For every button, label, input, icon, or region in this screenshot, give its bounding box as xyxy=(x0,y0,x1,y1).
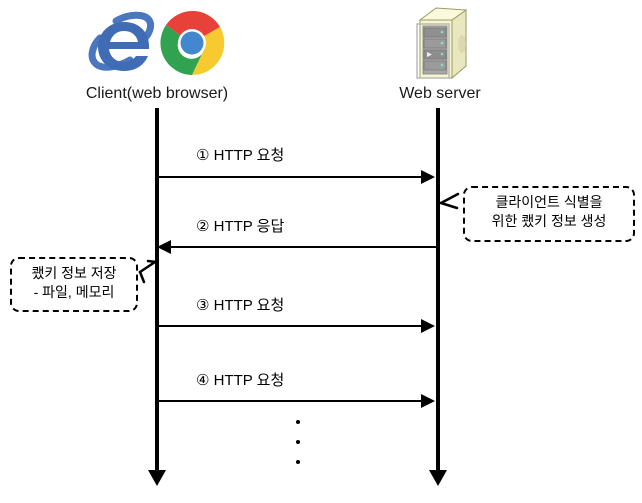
callout-client-line-2: - 파일, 메모리 xyxy=(33,283,115,300)
message-arrowhead-1 xyxy=(421,170,435,184)
message-label-4: ④ HTTP 요청 xyxy=(196,372,285,389)
lifeline-client xyxy=(155,108,159,472)
actor-label-client: Client(web browser) xyxy=(85,85,229,102)
message-arrowhead-3 xyxy=(421,319,435,333)
callout-client-note: 쾠키 정보 저장 - 파일, 메모리 xyxy=(10,257,138,312)
ellipsis-dots xyxy=(295,420,300,464)
callout-server-line-2: 위한 쾠키 정보 생성 xyxy=(491,212,607,229)
callout-client-tail-icon xyxy=(138,259,158,284)
message-line-2 xyxy=(171,246,437,248)
actor-label-server: Web server xyxy=(399,85,481,102)
callout-server-line-1: 클라이언트 식별을 xyxy=(495,194,603,210)
message-line-1 xyxy=(157,176,423,178)
callout-server-tail-icon xyxy=(440,192,460,210)
ellipsis-dot xyxy=(295,460,300,464)
message-arrowhead-4 xyxy=(421,394,435,408)
lifeline-server xyxy=(436,108,440,472)
ellipsis-dot xyxy=(295,440,300,444)
lifeline-server-arrowhead xyxy=(429,470,447,486)
ellipsis-dot xyxy=(295,420,300,424)
message-arrowhead-2 xyxy=(157,240,171,254)
lifeline-client-arrowhead xyxy=(148,470,166,486)
callout-server-note: 클라이언트 식별을 위한 쾠키 정보 생성 xyxy=(463,186,635,242)
message-label-1: ① HTTP 요청 xyxy=(196,147,285,164)
message-label-2: ② HTTP 응답 xyxy=(196,218,285,235)
callout-client-line-1: 쾠키 정보 저장 xyxy=(31,265,117,281)
server-tower-icon xyxy=(406,4,472,86)
message-line-3 xyxy=(157,325,423,327)
internet-explorer-icon xyxy=(86,8,158,80)
message-line-4 xyxy=(157,400,423,402)
chrome-icon xyxy=(157,8,227,78)
message-label-3: ③ HTTP 요청 xyxy=(196,297,285,314)
